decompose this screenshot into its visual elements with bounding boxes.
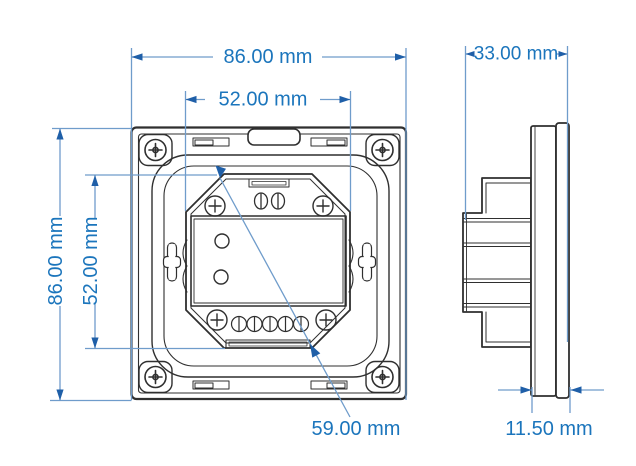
dim-arrow [310,344,321,358]
dim-label-panel-thickness: 11.50 mm [505,418,592,440]
terminal-hole [277,315,294,333]
dim-side-depth: 33.00 mm [464,44,569,342]
plate-screw-icon [204,195,226,217]
dim-arrow [131,53,143,61]
module-hole [214,233,230,249]
dim-arrow [185,95,197,104]
dim-arrow [56,389,64,401]
mounting-hole-right [357,242,377,282]
dim-label-mounting-diagonal: 59.00 mm [312,418,401,440]
dim-panel-thickness: 11.50 mm [498,386,604,440]
corner-screws [144,138,394,389]
front-glass-side [555,122,570,399]
dim-arrow [570,386,582,394]
dim-arrow [520,386,532,394]
terminal-hole [253,192,269,210]
module-body [190,215,347,307]
corner-screw-icon [144,365,167,389]
plate-screw-icon [312,195,334,217]
dim-mounting-diagonal: 59.00 mm [215,165,401,440]
spring-clip-right [348,239,354,293]
top-tab [247,128,301,146]
clip-slots [192,137,348,390]
dim-front-width: 86.00 mm [130,46,407,400]
mounting-hole-left [162,242,182,282]
dim-arrow [215,165,226,178]
housing-ribs [463,218,531,308]
bottom-terminals [230,315,310,333]
dim-arrow [558,51,568,57]
terminal-hole [230,315,248,333]
dim-arrow [56,128,64,140]
front-view [130,126,408,401]
dim-label-front-width: 86.00 mm [224,46,313,68]
octagon-top-slot [248,178,290,188]
terminal-hole [261,315,279,333]
housing-step-line-bottom [485,311,532,343]
terminal-hole [270,192,286,210]
module-hole [213,269,229,285]
dim-label-front-height: 86.00 mm [45,217,67,306]
dim-front-inner-height: 52.00 mm [80,174,225,350]
octagon-bottom-slot [225,339,311,349]
housing-step-line-top [485,182,532,214]
dim-arrow [465,51,475,57]
dimensions: 86.00 mm 52.00 mm 86.00 mm [45,44,604,440]
side-view [462,122,570,399]
dim-arrow [91,337,99,349]
dim-label-side-depth: 33.00 mm [474,44,558,65]
top-terminals [253,192,286,210]
plate-screw-icon [315,309,337,331]
dim-label-front-inner-width: 52.00 mm [219,89,308,111]
dim-arrow [395,53,406,61]
terminal-hole [246,315,263,333]
dim-arrow [339,95,351,104]
rear-housing-profile [462,177,532,348]
module-body-inner [193,218,344,304]
dim-label-front-inner-height: 52.00 mm [80,217,102,306]
corner-screw-icon [371,365,394,389]
octagon-plate-inner [190,178,346,344]
plate-screw-icon [206,309,228,331]
corner-screw-icon [371,138,394,162]
recess-outline [151,154,390,378]
terminal-hole [292,315,310,333]
corner-screw-icon [144,138,167,162]
dim-front-inner-width: 52.00 mm [184,89,352,211]
dim-front-height: 86.00 mm [45,127,132,402]
spring-clip-left [182,239,188,293]
dim-arrow [91,175,99,186]
